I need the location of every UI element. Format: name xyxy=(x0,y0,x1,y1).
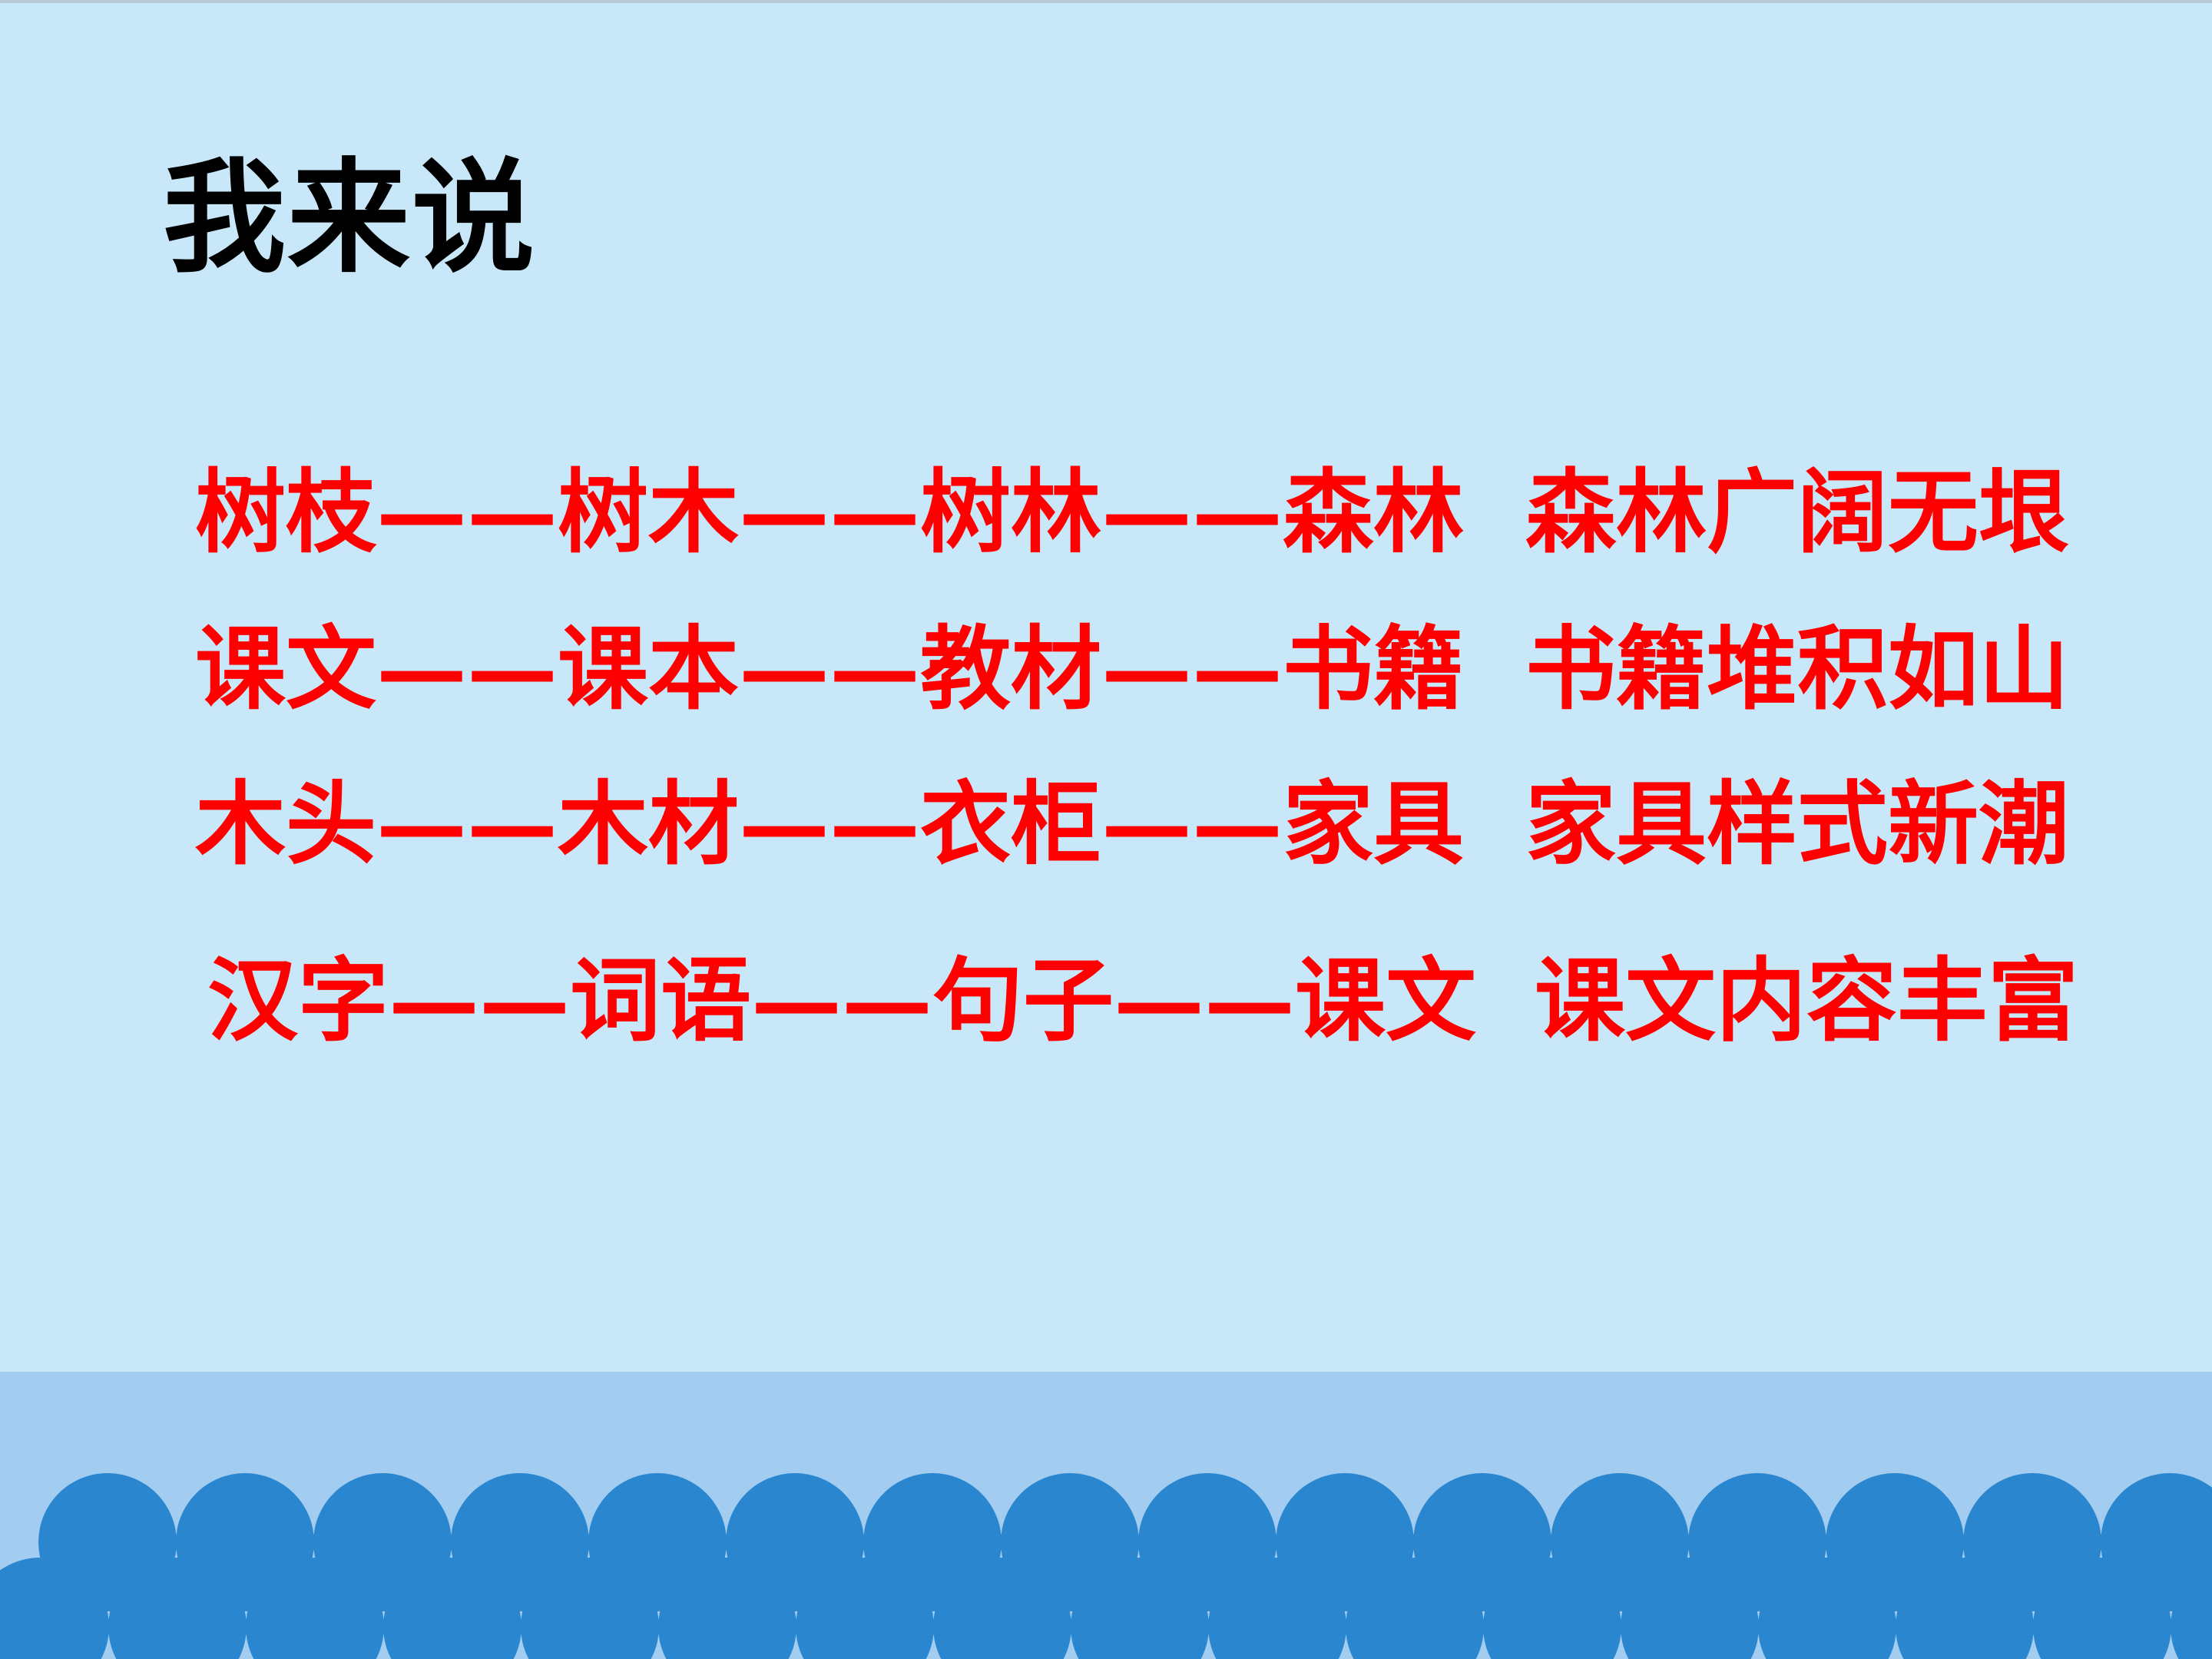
wave-scallop-bottom xyxy=(1483,1558,1621,1659)
wave-scallop-bottom xyxy=(108,1558,247,1659)
wave-scallop-bottom xyxy=(658,1558,796,1659)
wave-scallop-bottom xyxy=(1071,1558,1209,1659)
wave-scallop-bottom xyxy=(1346,1558,1484,1659)
wave-scallop-bottom xyxy=(383,1558,522,1659)
wave-scallop-bottom xyxy=(246,1558,384,1659)
sentence-row-2: 书籍堆积如山 xyxy=(1525,615,2070,722)
sentence-row-3: 家具样式新潮 xyxy=(1525,770,2070,877)
top-border xyxy=(0,0,2212,3)
wave-pattern xyxy=(0,1473,2212,1659)
wave-scallop-bottom xyxy=(0,1558,109,1659)
word-chain-row-1: 树枝——树木——树林——森林 xyxy=(195,459,1465,565)
wave-scallop-bottom xyxy=(796,1558,934,1659)
sentence-row-4: 课文内容丰富 xyxy=(1535,947,2079,1054)
wave-scallop-bottom xyxy=(1758,1558,1896,1659)
wave-scallop-bottom xyxy=(1621,1558,1759,1659)
word-chain-row-2: 课文——课本——教材——书籍 xyxy=(195,615,1465,722)
footer-band xyxy=(0,1372,2212,1659)
wave-scallop-bottom xyxy=(933,1558,1071,1659)
wave-scallop-bottom xyxy=(521,1558,659,1659)
wave-scallop-bottom xyxy=(2033,1558,2171,1659)
word-chain-row-3: 木头——木材——衣柜——家具 xyxy=(195,770,1465,877)
sentence-row-1: 森林广阔无垠 xyxy=(1525,459,2070,565)
wave-scallop-bottom xyxy=(2171,1563,2212,1659)
word-chain-row-4: 汉字——词语——句子——课文 xyxy=(207,947,1477,1054)
slide-title: 我来说 xyxy=(163,145,537,290)
wave-scallop-bottom xyxy=(1896,1558,2034,1659)
wave-scallop-bottom xyxy=(1208,1558,1346,1659)
